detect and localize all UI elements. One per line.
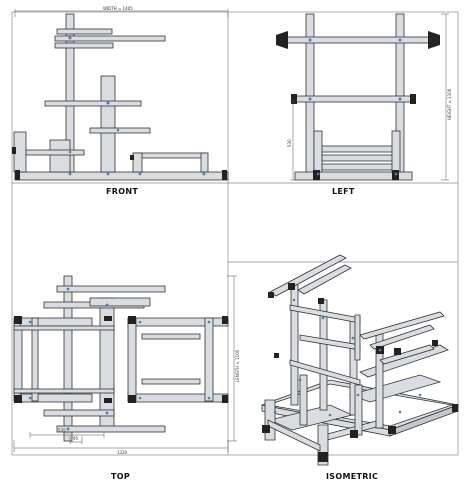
left-view <box>279 13 436 181</box>
front-view-title: FRONT <box>106 187 139 196</box>
front-width-dimension <box>14 9 229 17</box>
seat-height-dimension-label: 530 <box>287 139 292 147</box>
front-view <box>13 13 229 181</box>
top-view <box>13 275 229 442</box>
dimension-1320-label: 1320 <box>117 450 128 455</box>
top-view-title: TOP <box>111 472 131 481</box>
top-brackets <box>14 316 228 403</box>
left-view-title: LEFT <box>332 187 355 196</box>
isometric-view-title: ISOMETRIC <box>326 472 379 481</box>
left-fasteners <box>308 38 402 176</box>
front-fasteners <box>68 36 206 176</box>
dimension-535-label: 535 <box>58 428 66 433</box>
top-dimensions <box>13 275 237 452</box>
isometric-fasteners <box>273 298 422 417</box>
left-height-dimension <box>290 13 449 181</box>
isometric-view <box>260 254 460 466</box>
height-dimension-label: HEIGHT = 1100 <box>447 88 452 120</box>
front-brackets <box>12 147 227 180</box>
top-fasteners <box>28 287 211 431</box>
view-frames <box>11 11 459 456</box>
dimension-95-label: 95 <box>73 436 79 441</box>
width-dimension-label: WIDTH = 1405 <box>103 6 133 11</box>
length-dimension-label: LENGTH = 1100 <box>235 349 240 382</box>
